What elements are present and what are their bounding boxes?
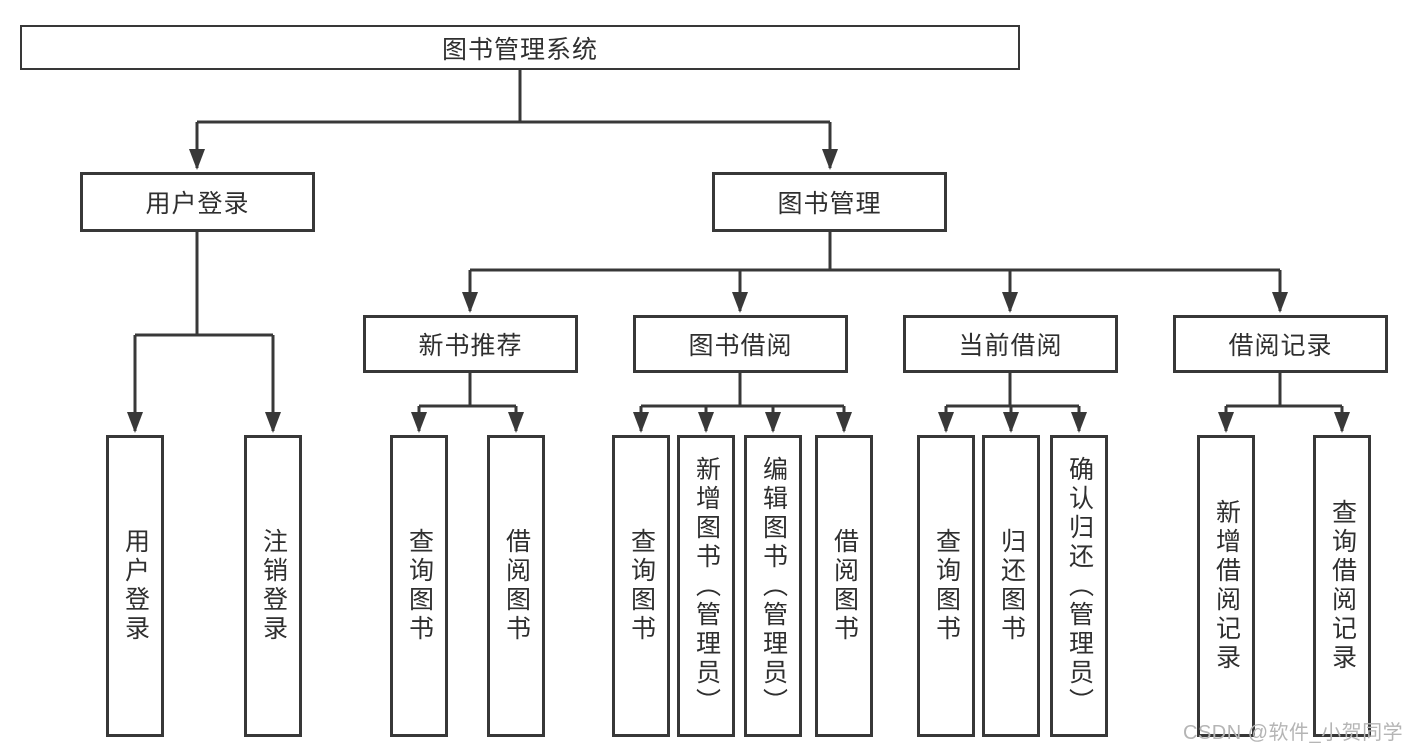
- leaf-logout: 注销登录: [244, 435, 302, 737]
- leaf-recommend-borrow-books: 借阅图书: [487, 435, 545, 737]
- node-borrow-records: 借阅记录: [1173, 315, 1388, 373]
- leaf-records-query-record-label: 查询借阅记录: [1328, 499, 1357, 673]
- leaf-borrow-borrow-books: 借阅图书: [815, 435, 873, 737]
- leaf-recommend-borrow-books-label: 借阅图书: [502, 528, 531, 644]
- leaf-records-add-record-label: 新增借阅记录: [1212, 499, 1241, 673]
- node-borrow-records-label: 借阅记录: [1228, 332, 1333, 360]
- leaf-recommend-query-books: 查询图书: [390, 435, 448, 737]
- leaf-current-confirm-return: 确认归还（管理员）: [1050, 435, 1108, 737]
- node-current-borrow-label: 当前借阅: [958, 332, 1063, 360]
- leaf-records-query-record: 查询借阅记录: [1313, 435, 1371, 737]
- node-current-borrow: 当前借阅: [903, 315, 1118, 373]
- leaf-records-add-record: 新增借阅记录: [1197, 435, 1255, 737]
- leaf-borrow-edit-books: 编辑图书（管理员）: [744, 435, 802, 737]
- node-book-borrow: 图书借阅: [633, 315, 848, 373]
- node-book-borrow-label: 图书借阅: [688, 332, 793, 360]
- node-new-book-recommend: 新书推荐: [363, 315, 578, 373]
- leaf-borrow-edit-books-label: 编辑图书（管理员）: [759, 455, 788, 717]
- node-user-login-label: 用户登录: [145, 190, 250, 218]
- leaf-logout-label: 注销登录: [259, 528, 288, 644]
- node-user-login: 用户登录: [80, 172, 315, 232]
- leaf-current-query-books-label: 查询图书: [932, 528, 961, 644]
- leaf-user-login: 用户登录: [106, 435, 164, 737]
- leaf-current-return-books: 归还图书: [982, 435, 1040, 737]
- leaf-current-query-books: 查询图书: [917, 435, 975, 737]
- leaf-borrow-add-books: 新增图书（管理员）: [677, 435, 735, 737]
- leaf-borrow-borrow-books-label: 借阅图书: [830, 528, 859, 644]
- leaf-borrow-add-books-label: 新增图书（管理员）: [692, 455, 721, 717]
- node-root: 图书管理系统: [20, 25, 1020, 70]
- leaf-borrow-query-books: 查询图书: [612, 435, 670, 737]
- leaf-user-login-label: 用户登录: [121, 528, 150, 644]
- node-root-label: 图书管理系统: [441, 35, 598, 64]
- csdn-watermark: CSDN @软件_小贺同学: [1183, 722, 1404, 744]
- leaf-borrow-query-books-label: 查询图书: [627, 528, 656, 644]
- leaf-current-return-books-label: 归还图书: [997, 528, 1026, 644]
- leaf-current-confirm-return-label: 确认归还（管理员）: [1065, 455, 1094, 717]
- leaf-recommend-query-books-label: 查询图书: [405, 528, 434, 644]
- node-book-management-label: 图书管理: [777, 190, 882, 218]
- node-new-book-recommend-label: 新书推荐: [418, 332, 523, 360]
- node-book-management: 图书管理: [712, 172, 947, 232]
